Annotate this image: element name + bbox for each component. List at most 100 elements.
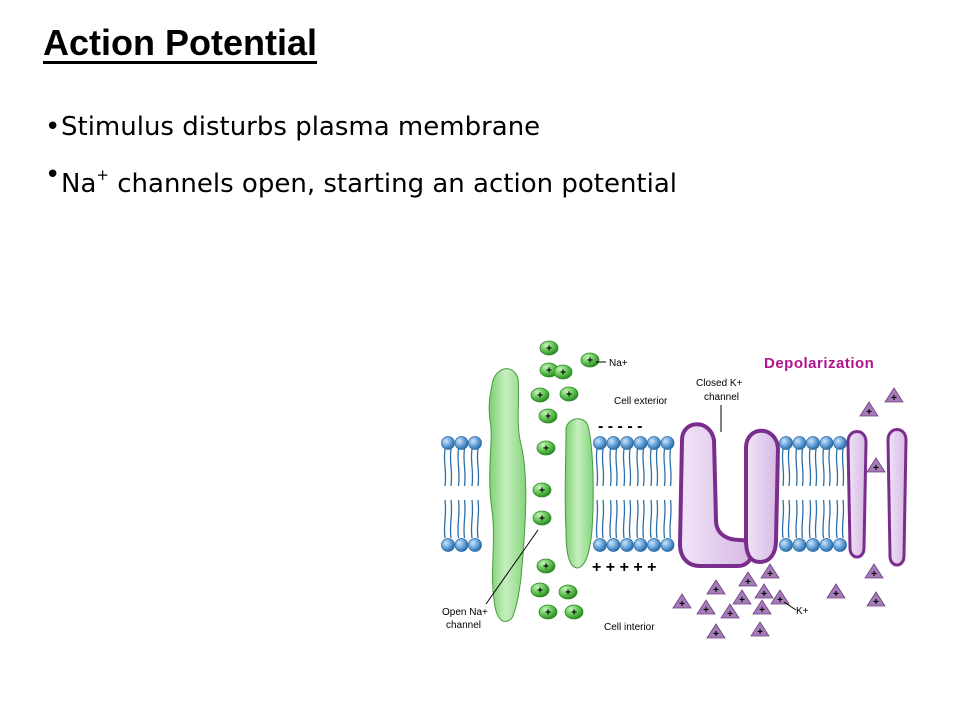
- k-ion-charge: +: [679, 599, 685, 610]
- na-ion-charge: +: [587, 356, 593, 367]
- cell-interior-label: Cell interior: [604, 622, 655, 633]
- slide-title: Action Potential: [43, 22, 318, 63]
- k-ion: +: [732, 589, 752, 606]
- na-ion-charge: +: [545, 412, 551, 423]
- k-label-leader: [783, 601, 797, 611]
- na-ion-charge: +: [565, 588, 571, 599]
- open-na-channel-label-line1: Open Na+: [442, 607, 488, 618]
- lipid-molecule: [468, 436, 482, 552]
- k-ion: +: [866, 457, 886, 474]
- na-ion-charge: +: [560, 368, 566, 379]
- k-ion: +: [884, 387, 904, 404]
- lipid-molecule: [454, 436, 469, 552]
- lipid-molecule: [819, 436, 834, 552]
- k-ion: +: [706, 579, 726, 596]
- outer-negative-charges: - - - - -: [598, 418, 642, 435]
- na-ion-charge: +: [537, 391, 543, 402]
- k-ion-charge: +: [873, 597, 879, 608]
- na-ion: +: [530, 582, 550, 598]
- k-ion: +: [738, 571, 758, 588]
- na-ion-charge: +: [543, 562, 549, 573]
- na-ion-charge: +: [566, 390, 572, 401]
- k-ion-charge: +: [871, 569, 877, 580]
- k-ion: +: [706, 623, 726, 640]
- open-na-channel-leader: [485, 529, 539, 605]
- closed-k-channel-large: [677, 422, 755, 568]
- k-ion: +: [752, 599, 772, 616]
- k-ion-charge: +: [833, 589, 839, 600]
- lipid-molecule: [647, 436, 661, 552]
- open-na-channel-label-line2: channel: [446, 620, 481, 631]
- k-ion-charge: +: [739, 595, 745, 606]
- open-na-channel-left: [488, 368, 527, 622]
- na-ion-charge: +: [543, 444, 549, 455]
- na-ion: +: [558, 584, 578, 600]
- k-ion: +: [750, 621, 770, 638]
- na-ion: +: [538, 604, 558, 620]
- inner-positive-charges: + + + + +: [592, 559, 657, 576]
- closed-k-channel-medium: [744, 428, 781, 565]
- k-ion-charge: +: [759, 605, 765, 616]
- k-ion-label: K+: [796, 606, 809, 617]
- closed-k-channel-label-line2: channel: [704, 392, 739, 403]
- open-na-channel-right: [564, 418, 594, 569]
- k-ion-charge: +: [757, 627, 763, 638]
- na-ion: +: [539, 340, 559, 356]
- k-ions: ++++++++++++++++++: [672, 387, 904, 640]
- k-ion-charge: +: [866, 407, 872, 418]
- closed-k-channel-small-2: [886, 428, 908, 567]
- bullet-text-pre: Na: [61, 169, 97, 199]
- phase-label: Depolarization: [764, 355, 874, 372]
- na-ion: +: [559, 386, 579, 402]
- na-ion: +: [532, 482, 552, 498]
- k-ion-charge: +: [873, 463, 879, 474]
- lipid-molecule: [606, 436, 621, 552]
- k-ion: +: [720, 603, 740, 620]
- na-ion-charge: +: [546, 344, 552, 355]
- k-ion: +: [859, 401, 879, 418]
- k-ion: +: [754, 583, 774, 600]
- lipid-molecule: [593, 436, 607, 552]
- bullet-list: Stimulus disturbs plasma membrane Na+ ch…: [45, 103, 677, 208]
- k-ion-charge: +: [713, 629, 719, 640]
- lipid-molecule: [441, 436, 455, 552]
- closed-k-channel-small-1: [846, 430, 868, 559]
- k-ion-charge: +: [767, 569, 773, 580]
- lipid-bilayer: [441, 436, 847, 552]
- k-ion-charge: +: [713, 585, 719, 596]
- k-ion: +: [770, 589, 790, 606]
- lipid-molecule: [633, 436, 648, 552]
- na-ion-charge: +: [545, 608, 551, 619]
- k-ion: +: [672, 593, 692, 610]
- na-ion: +: [553, 364, 573, 380]
- cell-exterior-label: Cell exterior: [614, 396, 668, 407]
- k-ion-charge: +: [891, 393, 897, 404]
- k-ion-charge: +: [727, 609, 733, 620]
- lipid-molecule: [792, 436, 807, 552]
- na-ion: +: [580, 352, 600, 368]
- na-ion: +: [536, 558, 556, 574]
- bullet-text-post: channels open, starting an action potent…: [108, 169, 677, 199]
- na-ion-charge: +: [539, 514, 545, 525]
- k-ion-charge: +: [745, 577, 751, 588]
- na-ion: +: [538, 408, 558, 424]
- na-ions: +++++++++++++++: [530, 340, 600, 620]
- na-ion-charge: +: [546, 366, 552, 377]
- k-ion: +: [826, 583, 846, 600]
- na-ion-charge: +: [539, 486, 545, 497]
- lipid-molecule: [620, 436, 634, 552]
- k-ion: +: [866, 591, 886, 608]
- k-ion: +: [864, 563, 884, 580]
- k-ion: +: [760, 563, 780, 580]
- lipid-molecule: [779, 436, 793, 552]
- na-ion-charge: +: [571, 608, 577, 619]
- lipid-molecule: [660, 436, 675, 552]
- na-ion: +: [536, 440, 556, 456]
- bullet-text-superscript: +: [96, 166, 109, 184]
- k-ion-charge: +: [703, 605, 709, 616]
- na-ion-label: Na+: [609, 358, 628, 369]
- bullet-item: Stimulus disturbs plasma membrane: [45, 103, 677, 151]
- closed-k-channel-label-line1: Closed K+: [696, 378, 743, 389]
- na-ion: +: [530, 387, 550, 403]
